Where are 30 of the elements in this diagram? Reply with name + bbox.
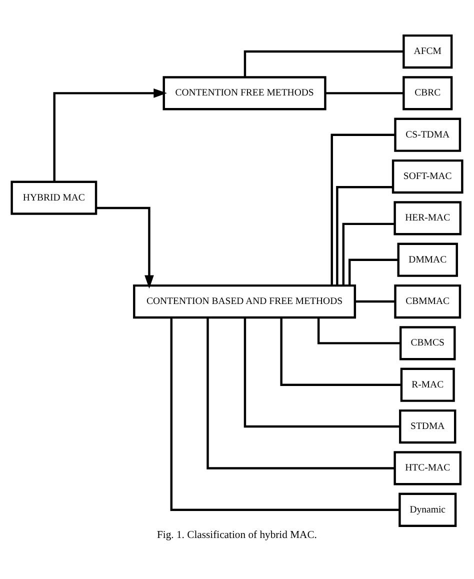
node-box: CONTENTION BASED AND FREE METHODS — [133, 284, 356, 318]
node-box: AFCM — [402, 34, 453, 68]
node-box: CBMCS — [399, 326, 456, 360]
connector — [325, 92, 404, 94]
caption: Fig. 1. Classification of hybrid MAC. — [157, 529, 317, 540]
connector — [355, 300, 395, 302]
node-box: R-MAC — [400, 367, 455, 402]
connector — [317, 317, 400, 344]
node-box: CBRC — [402, 76, 453, 110]
connector — [170, 317, 400, 510]
arrow — [96, 206, 154, 288]
connector — [342, 222, 395, 285]
connector — [244, 50, 404, 77]
connector — [348, 258, 398, 286]
connector — [336, 186, 393, 285]
node-box: HTC-MAC — [394, 450, 462, 485]
node-box: CBMMAC — [394, 284, 462, 318]
connector — [280, 317, 402, 386]
node-box: HYBRID MAC — [10, 180, 98, 214]
node-box: Dynamic — [398, 492, 457, 526]
node-box: CS-TDMA — [394, 117, 462, 152]
node-box: DMMAC — [397, 242, 458, 276]
connector — [206, 317, 395, 469]
node-box: SOFT-MAC — [392, 158, 464, 194]
node-box: STDMA — [399, 408, 456, 444]
connector — [330, 133, 396, 286]
arrow — [53, 88, 167, 182]
node-box: CONTENTION FREE METHODS — [162, 76, 326, 110]
node-box: HER-MAC — [394, 200, 462, 235]
connector — [244, 317, 400, 428]
